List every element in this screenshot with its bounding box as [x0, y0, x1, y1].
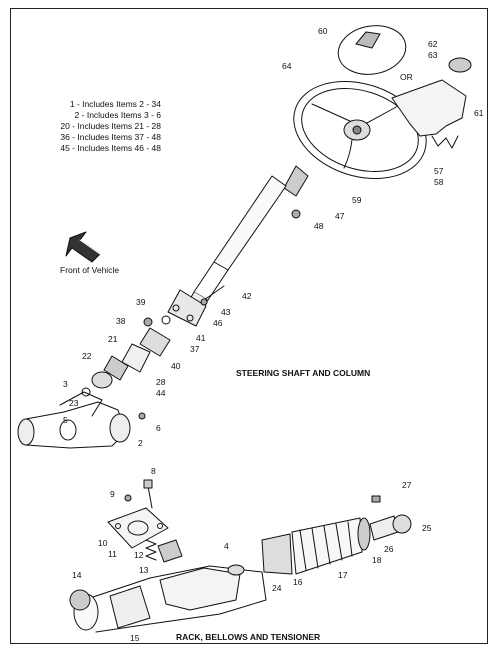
includes-legend: 1 - Includes Items 2 - 34 2 - Includes I…	[26, 99, 161, 154]
legend-line: 45 - Includes Items 46 - 48	[60, 143, 161, 153]
callout-47: 47	[335, 211, 345, 221]
tie-rod-end-part	[369, 495, 412, 541]
callout-43: 43	[221, 307, 231, 317]
tensioner-plate-part	[107, 479, 169, 549]
callout-57: 57	[434, 166, 444, 176]
callout-15: 15	[130, 633, 140, 643]
rack-caption: RACK, BELLOWS AND TENSIONER	[176, 632, 321, 642]
callout-39: 39	[136, 297, 146, 307]
callout-5: 5	[63, 415, 68, 425]
callout-16: 16	[293, 577, 303, 587]
callout-9: 9	[110, 489, 115, 499]
callout-44: 44	[156, 388, 166, 398]
callout-41: 41	[196, 333, 206, 343]
callout-61: 61	[474, 108, 484, 118]
washer-part	[161, 315, 171, 325]
bolt-42-part	[203, 285, 225, 301]
callout-14: 14	[72, 570, 82, 580]
callout-22: 22	[82, 351, 92, 361]
callout-23: 23	[69, 398, 79, 408]
callout-25: 25	[422, 523, 432, 533]
fitting-6-part	[138, 412, 146, 420]
legend-line: 20 - Includes Items 21 - 28	[60, 121, 161, 131]
callout-12: 12	[134, 550, 144, 560]
callout-28: 28	[156, 377, 166, 387]
callout-42: 42	[242, 291, 252, 301]
callout-62: 62	[428, 39, 438, 49]
callout-18: 18	[372, 555, 382, 565]
legend-line: 36 - Includes Items 37 - 48	[60, 132, 161, 142]
steering-gear-housing-part	[17, 391, 131, 449]
callout-64: 64	[282, 61, 292, 71]
legend-line: 1 - Includes Items 2 - 34	[69, 99, 161, 109]
emblem-part	[448, 57, 472, 73]
callout-58: 58	[434, 177, 444, 187]
steering-caption: STEERING SHAFT AND COLUMN	[236, 368, 371, 378]
callout-3: 3	[63, 379, 68, 389]
bushing-4-part	[227, 564, 245, 576]
callout-8: 8	[151, 466, 156, 476]
callout-46: 46	[213, 318, 223, 328]
callout-2: 2	[138, 438, 143, 448]
bellows-part	[261, 517, 371, 575]
callout-6: 6	[156, 423, 161, 433]
callout-4: 4	[224, 541, 229, 551]
callout-17: 17	[338, 570, 348, 580]
callout-13: 13	[139, 565, 149, 575]
steering-wheel-part	[293, 80, 427, 180]
callout-10: 10	[98, 538, 108, 548]
or-label: OR	[400, 72, 413, 82]
page-border	[10, 8, 488, 644]
callout-21: 21	[108, 334, 118, 344]
callout-59: 59	[352, 195, 362, 205]
callout-11: 11	[108, 549, 117, 559]
tensioner-spring-part	[145, 539, 183, 563]
steering-column-part	[167, 165, 309, 327]
front-arrow-icon	[65, 231, 101, 263]
callout-24: 24	[272, 583, 282, 593]
callout-63: 63	[428, 50, 438, 60]
callout-38: 38	[116, 316, 126, 326]
cover-plate-part	[391, 79, 467, 137]
nut-48-part	[291, 209, 301, 219]
callout-48: 48	[314, 221, 324, 231]
u-joint-part	[81, 317, 171, 397]
callout-37: 37	[190, 344, 200, 354]
callout-60: 60	[318, 26, 328, 36]
callout-26: 26	[384, 544, 394, 554]
front-of-vehicle-label: Front of Vehicle	[60, 265, 120, 275]
horn-cap-part	[337, 25, 407, 75]
legend-line: 2 - Includes Items 3 - 6	[74, 110, 161, 120]
rack-housing-part	[69, 565, 267, 633]
callout-27: 27	[402, 480, 412, 490]
callout-40: 40	[171, 361, 181, 371]
